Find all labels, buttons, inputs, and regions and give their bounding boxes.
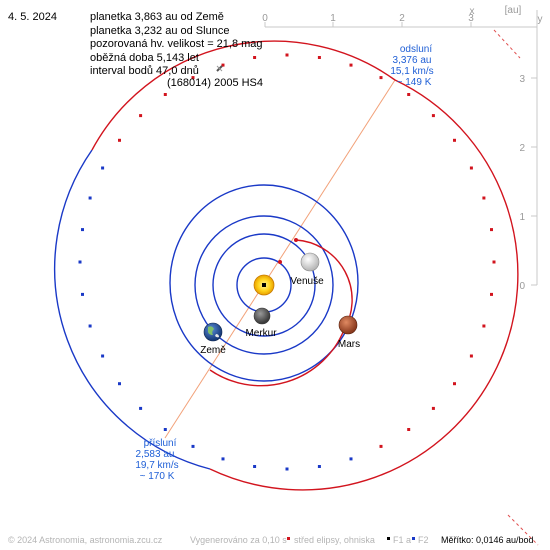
- orbit-point: [407, 428, 411, 431]
- earth-icon[interactable]: [203, 322, 223, 342]
- orbit-point: [349, 457, 353, 461]
- asteroid-icon[interactable]: [216, 65, 223, 72]
- orbit-point: [407, 93, 411, 96]
- asteroid-orbit-north-2: [91, 40, 396, 151]
- orbit-point: [163, 428, 167, 431]
- orbit-point: [431, 406, 435, 410]
- legend-f1-marker: [387, 537, 390, 540]
- earth-label: Země: [200, 345, 226, 356]
- venus-icon[interactable]: [300, 252, 320, 272]
- perihelion-speed: 19,7 km/s: [135, 460, 178, 471]
- date-label: 4. 5. 2024: [8, 11, 57, 23]
- y-tick-label: 3: [519, 74, 525, 85]
- generated-time: Vygenerováno za 0,10 s: [190, 535, 287, 545]
- mars-label: Mars: [338, 339, 360, 350]
- sun-icon: [253, 274, 275, 296]
- legend-f2-marker: [412, 537, 415, 540]
- asteroid-orbit-points: [78, 53, 496, 471]
- mars-icon[interactable]: [338, 315, 358, 335]
- orbit-point: [191, 76, 195, 80]
- info-line-period: oběžná doba 5,143 let: [90, 51, 199, 64]
- orbit-point: [349, 63, 353, 67]
- legend-f2-label: F2: [418, 535, 429, 545]
- orbit-point: [221, 457, 225, 461]
- orbit-point: [379, 444, 383, 448]
- aphelion-distance: 3,376 au: [393, 55, 432, 66]
- orbit-point: [253, 465, 257, 468]
- orbit-point: [379, 76, 383, 80]
- info-line-magnitude: pozorovaná hv. velikost = 21,8 mag: [90, 38, 263, 50]
- y-tick-label: 1: [519, 212, 525, 223]
- orbit-point: [221, 63, 225, 67]
- orbit-point: [191, 444, 195, 448]
- orbit-point: [453, 138, 456, 142]
- aphelion-speed: 15,1 km/s: [390, 66, 433, 77]
- venus-orbit: [212, 233, 316, 337]
- orbit-point: [163, 93, 167, 96]
- direction-marker: [493, 29, 521, 59]
- orbit-point: [453, 382, 456, 386]
- orbit-point: [101, 166, 105, 170]
- direction-marker: [507, 514, 539, 546]
- mars-orbit: [169, 184, 359, 382]
- y-tick-label: 0: [519, 281, 525, 292]
- apsis-line: [164, 79, 396, 439]
- orbit-point: [469, 354, 473, 358]
- orbit-point: [490, 228, 493, 232]
- orbit-point: [431, 114, 435, 118]
- orbit-point: [317, 56, 321, 59]
- aphelion-temp: ~ 149 K: [397, 77, 432, 88]
- orbit-point: [317, 465, 321, 468]
- orbit-point: [101, 354, 105, 358]
- x-tick-label: 0: [262, 13, 268, 24]
- orbit-point: [88, 196, 92, 200]
- legend-f1-label: F1 a: [393, 535, 412, 545]
- orbit-point: [139, 406, 143, 410]
- orbit-point: [285, 467, 289, 471]
- mercury-icon[interactable]: [253, 307, 271, 325]
- aphelion-title: odsluní: [400, 44, 432, 55]
- copyright-link[interactable]: © 2024 Astronomia, astronomia.zcu.cz: [8, 535, 163, 545]
- trajectory-point: [294, 238, 298, 242]
- asteroid-orbit-south: [54, 149, 211, 470]
- orbit-point: [482, 196, 486, 200]
- info-line-distance-earth: planetka 3,863 au od Země: [90, 11, 224, 23]
- orbit-point: [118, 382, 121, 386]
- y-tick-label: 2: [519, 143, 525, 154]
- orbit-point: [469, 166, 473, 170]
- orbit-point: [78, 260, 82, 264]
- orbit-point: [139, 114, 143, 118]
- x-tick-label: 2: [399, 13, 405, 24]
- venus-label: Venuše: [290, 276, 324, 287]
- orbit-point: [285, 53, 289, 57]
- orbit-point: [253, 56, 257, 59]
- axis-unit: [au]: [505, 5, 522, 16]
- legend-center-label: střed elipsy, ohniska: [294, 535, 375, 545]
- mercury-label: Merkur: [245, 328, 277, 339]
- orbit-point: [81, 228, 84, 232]
- info-line-distance-sun: planetka 3,232 au od Slunce: [90, 24, 230, 37]
- perihelion-title: přísluní: [144, 438, 177, 449]
- x-tick-label: 1: [330, 13, 336, 24]
- orbit-point: [88, 324, 92, 328]
- orbit-point: [492, 260, 496, 264]
- legend-center-marker: [287, 537, 290, 540]
- orbit-point: [118, 138, 121, 142]
- x-axis-label: x: [470, 6, 475, 17]
- asteroid-orbit-north: [209, 79, 519, 491]
- orbit-point: [81, 292, 84, 296]
- orbit-center-point: [278, 260, 282, 264]
- object-name: (168014) 2005 HS4: [167, 77, 264, 89]
- info-line-interval: interval bodů 47,0 dnů: [90, 65, 199, 77]
- orbit-point: [482, 324, 486, 328]
- scale-label: Měřítko: 0,0146 au/bod: [441, 535, 534, 545]
- earth-orbit: [194, 215, 334, 355]
- y-axis-label: y: [538, 14, 543, 25]
- orbit-point: [490, 292, 493, 296]
- perihelion-distance: 2,583 au: [136, 449, 175, 460]
- perihelion-temp: ~ 170 K: [140, 471, 175, 482]
- x-tick-label: 3: [468, 13, 474, 24]
